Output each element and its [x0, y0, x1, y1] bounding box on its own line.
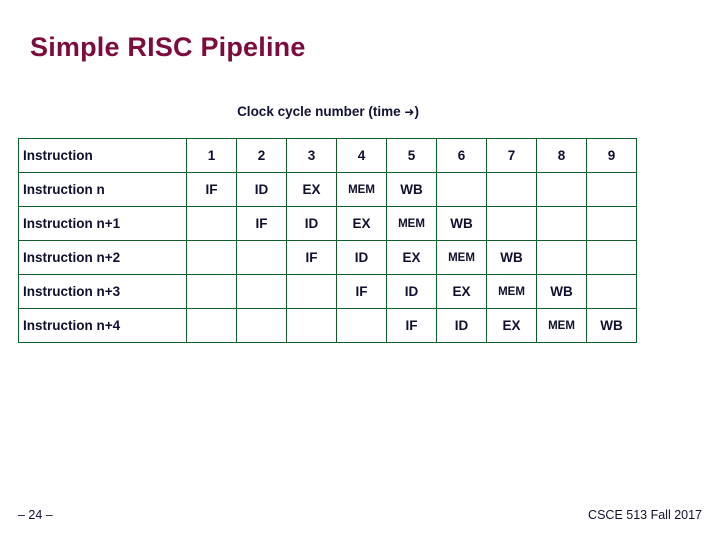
cell-1-5: MEM: [386, 206, 437, 241]
cell-2-6: MEM: [436, 240, 487, 275]
cell-2-1: [186, 240, 237, 275]
cell-2-4: ID: [336, 240, 387, 275]
header-cycle-2: 2: [236, 138, 287, 173]
table-row: Instruction n+1 IF ID EX MEM WB: [18, 206, 637, 241]
cell-0-8: [536, 172, 587, 207]
cell-3-1: [186, 274, 237, 309]
row-label-0: Instruction n: [18, 172, 187, 207]
table-header-row: Instruction 1 2 3 4 5 6 7 8 9: [18, 138, 637, 173]
cell-0-1: IF: [186, 172, 237, 207]
cell-3-8: WB: [536, 274, 587, 309]
slide-number: – 24 –: [18, 508, 53, 522]
row-label-1: Instruction n+1: [18, 206, 187, 241]
cell-3-7: MEM: [486, 274, 537, 309]
row-label-4: Instruction n+4: [18, 308, 187, 343]
cell-2-2: [236, 240, 287, 275]
header-cycle-4: 4: [336, 138, 387, 173]
cell-1-9: [586, 206, 637, 241]
header-cycle-3: 3: [286, 138, 337, 173]
cell-3-5: ID: [386, 274, 437, 309]
page-title: Simple RISC Pipeline: [30, 32, 306, 62]
cell-0-7: [486, 172, 537, 207]
cell-1-1: [186, 206, 237, 241]
header-cycle-1: 1: [186, 138, 237, 173]
table-row: Instruction n+2 IF ID EX MEM WB: [18, 240, 637, 275]
cell-4-9: WB: [586, 308, 637, 343]
cell-3-3: [286, 274, 337, 309]
cell-2-5: EX: [386, 240, 437, 275]
cell-1-7: [486, 206, 537, 241]
cell-0-6: [436, 172, 487, 207]
row-label-2: Instruction n+2: [18, 240, 187, 275]
caption-suffix: ): [414, 104, 419, 119]
cell-4-5: IF: [386, 308, 437, 343]
cell-0-9: [586, 172, 637, 207]
cell-2-7: WB: [486, 240, 537, 275]
cell-1-8: [536, 206, 587, 241]
cell-3-9: [586, 274, 637, 309]
header-cycle-6: 6: [436, 138, 487, 173]
cell-4-2: [236, 308, 287, 343]
cell-4-7: EX: [486, 308, 537, 343]
cell-2-9: [586, 240, 637, 275]
caption-prefix: Clock cycle number (time: [237, 104, 405, 119]
cell-4-4: [336, 308, 387, 343]
cell-3-2: [236, 274, 287, 309]
arrow-right-icon: ➜: [404, 105, 415, 119]
cell-0-2: ID: [236, 172, 287, 207]
header-instruction: Instruction: [18, 138, 187, 173]
course-footer: CSCE 513 Fall 2017: [588, 508, 702, 522]
cell-1-3: ID: [286, 206, 337, 241]
cell-0-4: MEM: [336, 172, 387, 207]
cell-2-8: [536, 240, 587, 275]
header-cycle-9: 9: [586, 138, 637, 173]
cell-1-2: IF: [236, 206, 287, 241]
pipeline-table: Instruction 1 2 3 4 5 6 7 8 9 Instructio…: [18, 138, 637, 343]
cell-1-4: EX: [336, 206, 387, 241]
cell-3-4: IF: [336, 274, 387, 309]
cell-3-6: EX: [436, 274, 487, 309]
table-row: Instruction n+4 IF ID EX MEM WB: [18, 308, 637, 343]
cell-0-3: EX: [286, 172, 337, 207]
header-cycle-7: 7: [486, 138, 537, 173]
table-caption: Clock cycle number (time ➜): [18, 104, 638, 119]
table-row: Instruction n IF ID EX MEM WB: [18, 172, 637, 207]
cell-1-6: WB: [436, 206, 487, 241]
header-cycle-5: 5: [386, 138, 437, 173]
table-row: Instruction n+3 IF ID EX MEM WB: [18, 274, 637, 309]
cell-4-1: [186, 308, 237, 343]
cell-2-3: IF: [286, 240, 337, 275]
header-cycle-8: 8: [536, 138, 587, 173]
cell-0-5: WB: [386, 172, 437, 207]
cell-4-8: MEM: [536, 308, 587, 343]
cell-4-6: ID: [436, 308, 487, 343]
row-label-3: Instruction n+3: [18, 274, 187, 309]
cell-4-3: [286, 308, 337, 343]
